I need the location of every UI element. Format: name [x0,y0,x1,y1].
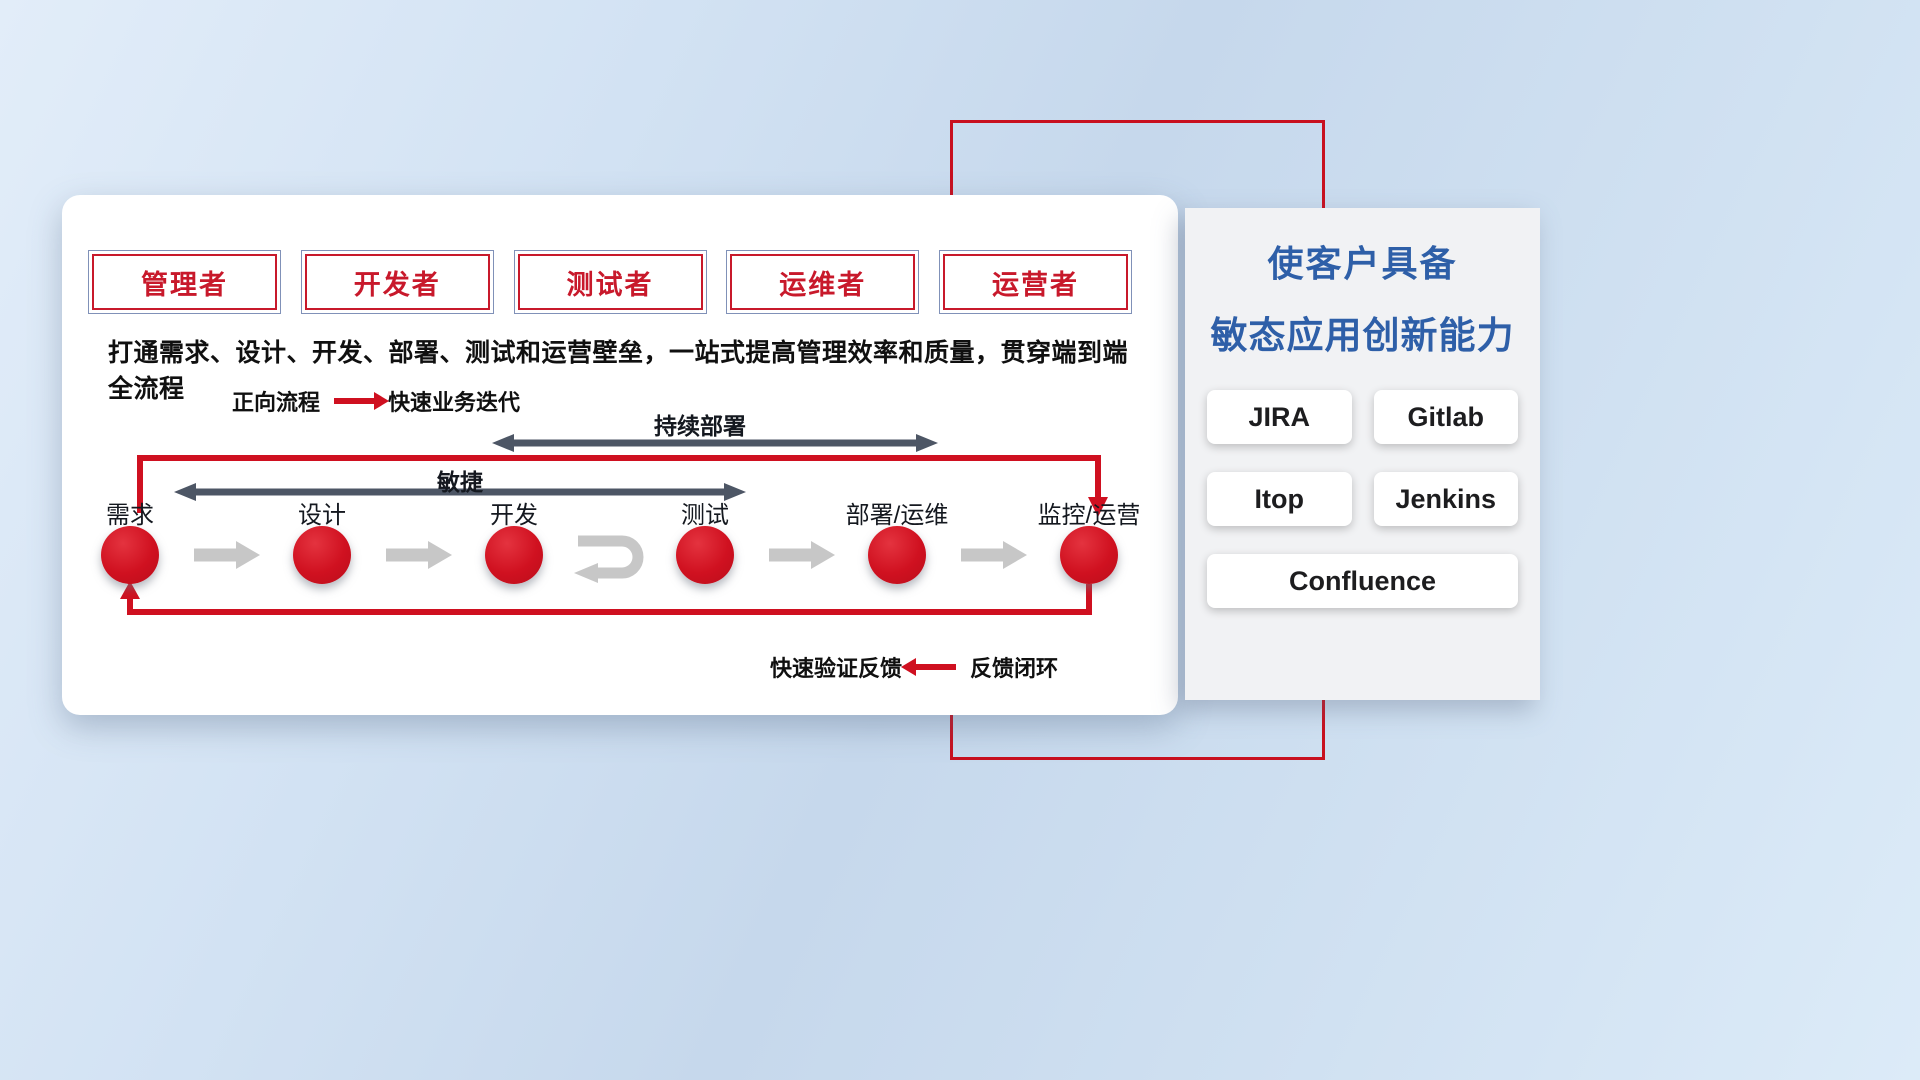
node-circle-requirements [101,526,159,584]
tool-list: JIRA Gitlab Itop Jenkins Confluence [1185,390,1540,608]
node-label-development: 开发 [490,502,538,529]
role-box-ops: 运维者 [726,250,920,314]
flow-diagram-graphics [120,434,1108,615]
role-box-operator: 运营者 [939,250,1132,314]
roles-row: 管理者 开发者 测试者 运维者 运营者 [88,250,1132,314]
continuous-deploy-span-arrow [492,434,938,452]
role-box-tester: 测试者 [513,250,707,314]
node-circle-test [676,526,734,584]
feedback-legend: 快速验证反馈 反馈闭环 [770,651,1058,683]
feedback-loop-line [120,581,1092,615]
iteration-loop-icon [574,535,644,583]
feedback-legend-label: 快速验证反馈 [770,656,903,681]
panel-description: 打通需求、设计、开发、部署、测试和运营壁垒，一站式提高管理效率和质量，贯穿端到端… [108,339,1129,403]
node-label-design: 设计 [298,502,346,529]
feedback-arrow-icon [901,658,957,676]
node-label-test: 测试 [681,502,729,529]
forward-legend-caption: 快速业务迭代 [388,390,521,415]
agile-label: 敏捷 [437,469,483,495]
customer-capability-panel: 使客户具备 敏态应用创新能力 JIRA Gitlab Itop Jenkins … [1185,208,1540,700]
side-panel-title: 使客户具备 敏态应用创新能力 [1185,208,1540,372]
node-label-requirements: 需求 [106,502,154,529]
tool-jira: JIRA [1207,390,1352,444]
role-label: 运维者 [779,269,867,300]
agile-span-arrow [174,483,746,501]
tool-gitlab: Gitlab [1373,390,1518,444]
tool-row: Confluence [1207,554,1518,608]
forward-legend-label: 正向流程 [232,390,321,415]
devops-flow-panel: 管理者 开发者 测试者 运维者 运营者 打通需求、设计、开发、部署、测试和运营壁… [62,195,1178,715]
process-arrows [194,541,1027,569]
tool-itop: Itop [1207,472,1352,526]
forward-flow-legend: 正向流程 快速业务迭代 [232,385,520,417]
role-box-developer: 开发者 [300,250,494,314]
node-circle-deploy-ops [868,526,926,584]
node-label-deploy-ops: 部署/运维 [845,502,949,529]
node-circle-development [485,526,543,584]
forward-flow-line [137,455,1108,517]
role-label: 管理者 [141,269,228,300]
tool-row: JIRA Gitlab [1207,390,1518,444]
side-title-line1: 使客户具备 [1267,243,1458,284]
tool-jenkins: Jenkins [1373,472,1518,526]
feedback-legend-caption: 反馈闭环 [970,656,1059,681]
role-label: 测试者 [566,269,654,300]
node-circle-design [293,526,351,584]
role-label: 运营者 [992,269,1079,300]
node-label-monitor-operate: 监控/运营 [1037,502,1141,529]
tool-confluence: Confluence [1207,554,1518,608]
side-title-line2: 敏态应用创新能力 [1210,315,1515,356]
continuous-deploy-label: 持续部署 [654,413,746,439]
role-label: 开发者 [353,269,441,300]
role-box-manager: 管理者 [88,250,281,314]
tool-row: Itop Jenkins [1207,472,1518,526]
forward-arrow-icon [334,392,390,410]
node-circle-monitor-operate [1060,526,1118,584]
